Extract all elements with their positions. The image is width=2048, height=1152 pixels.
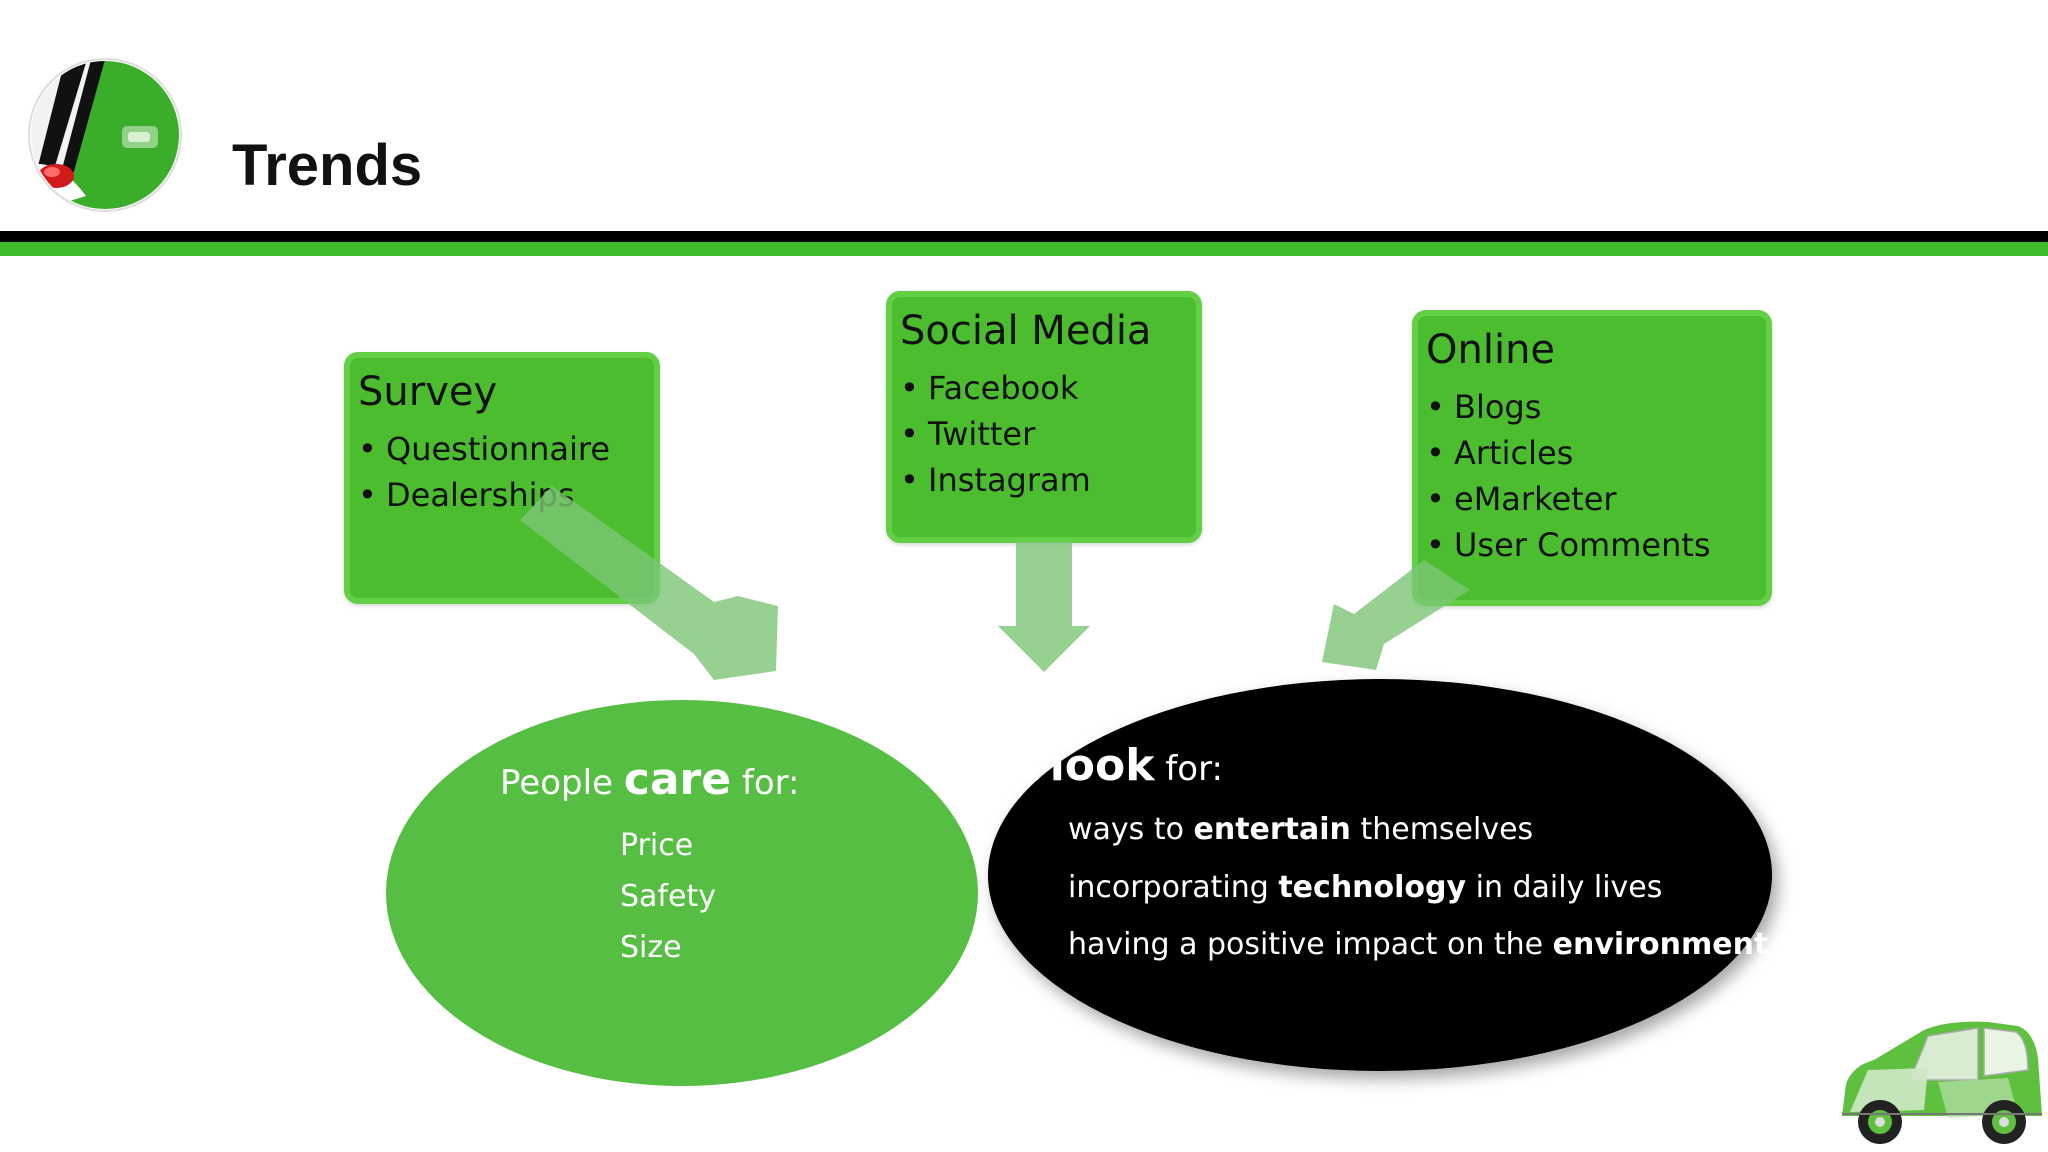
- survey-box: Survey •Questionnaire •Dealerships: [344, 352, 660, 604]
- online-list: •Blogs •Articles •eMarketer •User Commen…: [1426, 384, 1756, 568]
- look-line: having a positive impact on the environm…: [1068, 927, 1769, 962]
- car-icon: [1842, 1021, 2042, 1144]
- social-media-title: Social Media: [900, 308, 1152, 354]
- list-item: •Blogs: [1426, 388, 1542, 426]
- logo-icon: [28, 58, 182, 212]
- look-line: ways to entertain themselves: [1068, 812, 1534, 847]
- care-heading: People care for:: [500, 754, 800, 805]
- social-media-box: Social Media •Facebook •Twitter •Instagr…: [886, 291, 1202, 543]
- look-heading: ...but look for:: [950, 740, 1223, 791]
- list-item: •User Comments: [1426, 526, 1711, 564]
- care-item: Size: [620, 930, 682, 965]
- header-divider-green: [0, 242, 2048, 256]
- online-box: Online •Blogs •Articles •eMarketer •User…: [1412, 310, 1772, 606]
- look-line: incorporating technology in daily lives: [1068, 870, 1663, 905]
- header-divider-black: [0, 231, 2048, 242]
- social-media-list: •Facebook •Twitter •Instagram: [900, 365, 1186, 503]
- care-item: Price: [620, 828, 694, 863]
- survey-list: •Questionnaire •Dealerships: [358, 426, 644, 518]
- list-item: •Facebook: [900, 369, 1079, 407]
- list-item: •Questionnaire: [358, 430, 611, 468]
- page-title: Trends: [232, 133, 423, 198]
- list-item: •Dealerships: [358, 476, 575, 514]
- list-item: •Articles: [1426, 434, 1574, 472]
- list-item: •eMarketer: [1426, 480, 1617, 518]
- online-title: Online: [1426, 327, 1556, 373]
- list-item: •Twitter: [900, 415, 1036, 453]
- list-item: •Instagram: [900, 461, 1091, 499]
- care-item: Safety: [620, 879, 716, 914]
- survey-title: Survey: [358, 369, 498, 415]
- arrow-from-social-media: [998, 542, 1090, 672]
